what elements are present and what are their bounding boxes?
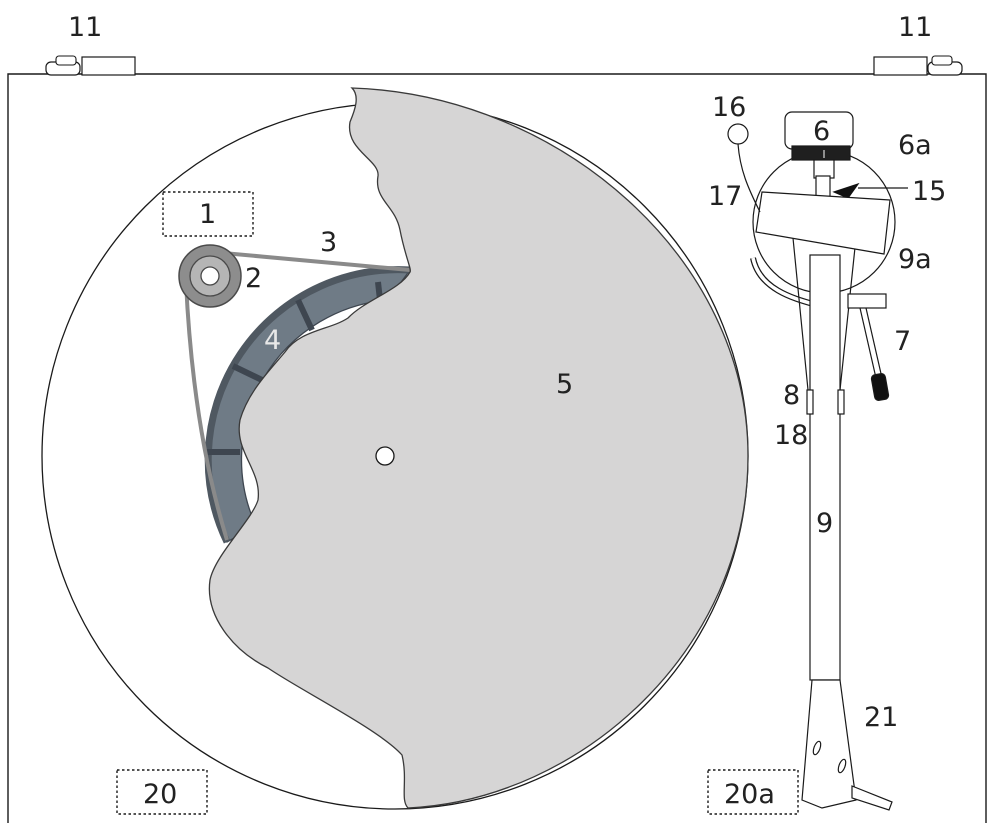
label-17: 17 bbox=[708, 181, 742, 212]
tonearm-assembly bbox=[727, 111, 896, 811]
spindle bbox=[375, 446, 395, 466]
label-8: 8 bbox=[783, 380, 800, 411]
label-11-left: 11 bbox=[68, 12, 102, 43]
label-box-20a bbox=[707, 769, 799, 815]
plinth-outline bbox=[7, 73, 987, 823]
label-18: 18 bbox=[774, 420, 808, 451]
label-11-right: 11 bbox=[898, 12, 932, 43]
label-21: 21 bbox=[864, 702, 898, 733]
label-9a: 9a bbox=[898, 244, 932, 275]
label-15: 15 bbox=[912, 176, 946, 207]
label-2: 2 bbox=[245, 263, 262, 294]
label-20a: 20a bbox=[724, 779, 775, 810]
label-6: 6 bbox=[813, 116, 830, 147]
label-7: 7 bbox=[894, 326, 911, 357]
label-16: 16 bbox=[712, 92, 746, 123]
motor-pulley bbox=[178, 244, 242, 308]
platter bbox=[208, 87, 749, 809]
label-1: 1 bbox=[199, 199, 216, 230]
label-6a: 6a bbox=[898, 130, 932, 161]
label-5: 5 bbox=[556, 369, 573, 400]
label-9: 9 bbox=[816, 508, 833, 539]
belt bbox=[184, 250, 411, 541]
label-4: 4 bbox=[264, 325, 281, 356]
label-box-20 bbox=[116, 769, 208, 815]
label-20: 20 bbox=[143, 779, 177, 810]
label-3: 3 bbox=[320, 227, 337, 258]
sub-platter bbox=[204, 266, 412, 544]
hinge-left bbox=[45, 55, 136, 76]
hinge-right bbox=[873, 55, 963, 76]
label-box-1 bbox=[162, 191, 254, 237]
